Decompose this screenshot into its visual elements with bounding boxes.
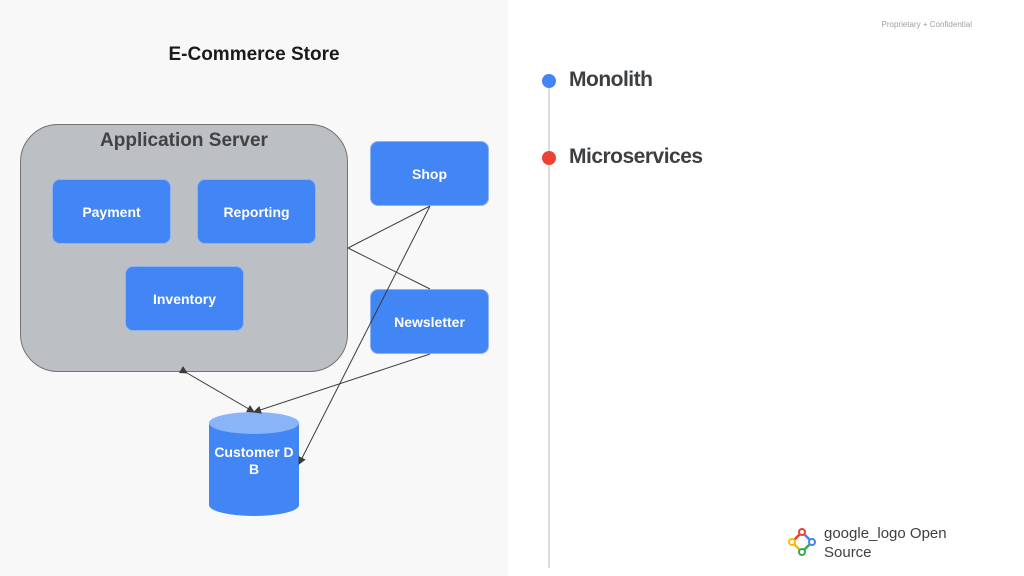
connector-server-db [178,366,255,413]
diagram-title: E-Commerce Store [168,44,340,65]
timeline-dot-monolith [542,74,556,88]
connector-newsletter-db [253,353,431,414]
payment-module: Payment [52,179,171,244]
timeline-dot-microservices [542,151,556,165]
inventory-module: Inventory [125,266,244,331]
customer-db-label: Customer DB [214,444,294,477]
connector-server-shop [347,205,431,249]
diagram-connectors [178,205,431,516]
reporting-module: Reporting [197,179,316,244]
application-server-title: Application Server [100,130,268,151]
newsletter-service: Newsletter [370,289,489,354]
connector-shop-db [298,205,431,465]
confidential-notice: Proprietary + Confidential [881,20,973,29]
google-open-source-icon [788,528,816,556]
connector-server-newsletter [347,247,431,290]
google-open-source-text: google_logo Open Source [824,525,947,561]
shop-service: Shop [370,141,489,206]
timeline-label-microservices: Microservices [569,145,703,168]
customer-db-cylinder [209,412,299,516]
timeline-line [548,80,550,568]
timeline-label-monolith: Monolith [569,68,653,91]
